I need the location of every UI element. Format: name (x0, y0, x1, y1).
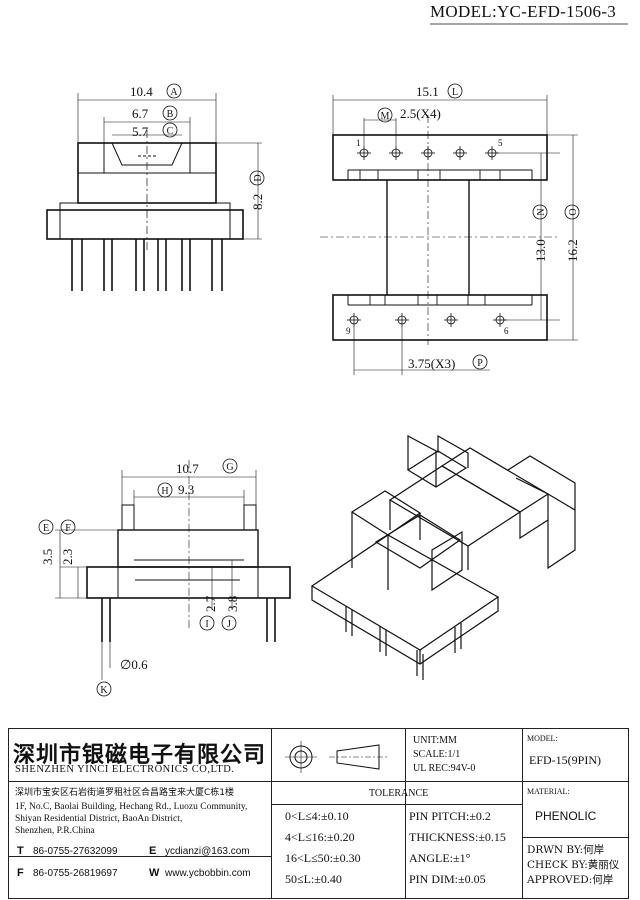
dim-m-value: 2.5(X4) (400, 106, 441, 121)
tel-number: 86-0755-27632099 (33, 846, 118, 857)
dim-l-value: 15.1 (416, 84, 439, 99)
fax-label: F (17, 867, 24, 879)
dim-a-letter: A (170, 87, 178, 98)
material-label: MATERIAL: (527, 787, 570, 796)
web-label: W (149, 867, 160, 879)
pin-5-label: 5 (498, 138, 503, 148)
dim-l-letter: L (452, 87, 458, 98)
dim-e-letter: E (43, 523, 49, 534)
tolerance-row-4: 50≤L:±0.40 (285, 872, 342, 886)
dim-i-letter: I (205, 619, 208, 630)
tolerance-thickness: THICKNESS:±0.15 (409, 830, 506, 844)
drawn-by: DRWN BY:何岸 (527, 844, 605, 856)
dim-b-letter: B (167, 109, 174, 120)
address-en-2: Shiyan Residential District, BaoAn Distr… (15, 814, 183, 824)
tolerance-row-2: 4<L≤16:±0.20 (285, 830, 355, 844)
dim-n-value: 13.0 (533, 239, 548, 262)
dim-g-value: 10.7 (176, 461, 199, 476)
tolerance-pin-dim: PIN DIM:±0.05 (409, 872, 486, 886)
dim-a-value: 10.4 (130, 84, 153, 99)
divider (405, 804, 406, 898)
divider (522, 729, 523, 898)
email-label: E (149, 845, 157, 857)
dim-n-letter: N (536, 208, 547, 215)
divider (271, 729, 272, 898)
address-en-3: Shenzhen, P.R.China (15, 826, 95, 836)
dim-d-value: 8.2 (250, 194, 265, 210)
dim-o-letter: O (568, 208, 579, 215)
divider (9, 781, 271, 782)
model-label: MODEL: (527, 734, 558, 743)
dim-f-value: 2.3 (60, 549, 75, 565)
tolerance-angle: ANGLE:±1° (409, 851, 471, 865)
tolerance-title: TOLERANCE (369, 788, 429, 799)
dim-g-letter: G (226, 462, 233, 473)
dim-d-letter: D (253, 174, 264, 181)
model-value: EFD-15(9PIN) (529, 753, 601, 767)
tolerance-row-1: 0<L≤4:±0.10 (285, 809, 349, 823)
dim-j-value: 3.8 (225, 596, 240, 612)
dim-f-letter: F (65, 523, 71, 534)
divider (271, 804, 522, 805)
dim-j-letter: J (227, 619, 231, 630)
dim-e-value: 3.5 (40, 549, 55, 565)
check-by: CHECK BY:黄丽仪 (527, 859, 620, 871)
divider (9, 856, 271, 857)
dim-k-value: ∅0.6 (120, 657, 148, 672)
dim-m-letter: M (381, 111, 390, 122)
front-view (46, 93, 262, 291)
tolerance-row-3: 16<L≤50:±0.30 (285, 851, 361, 865)
dim-h-letter: H (161, 486, 168, 497)
approved-by: APPROVED:何岸 (527, 874, 614, 886)
tel-label: T (17, 845, 24, 857)
pin-9-label: 9 (346, 326, 351, 336)
isometric-view (310, 434, 576, 680)
fax-number: 86-0755-26819697 (33, 868, 118, 879)
dim-b-value: 6.7 (132, 106, 149, 121)
dim-k-letter: K (100, 685, 108, 696)
dim-p-value: 3.75(X3) (408, 356, 455, 371)
tolerance-pin-pitch: PIN PITCH:±0.2 (409, 809, 491, 823)
dim-o-value: 16.2 (565, 239, 580, 262)
company-name-cn: 深圳市银磁电子有限公司 (13, 743, 267, 768)
material-value: PHENOLIC (535, 809, 597, 823)
dim-i-value: 2.7 (203, 595, 218, 612)
side-view (55, 460, 291, 680)
pin-6-label: 6 (504, 326, 509, 336)
dim-h-value: 9.3 (178, 482, 194, 497)
dim-c-letter: C (167, 126, 174, 137)
technical-drawing: 10.4 A 6.7 B 5.7 C D 8.2 (38, 23, 628, 697)
address-cn: 深圳市宝安区石岩街道罗租社区合昌路宝来大厦C栋1楼 (15, 788, 235, 798)
model-header: MODEL:YC-EFD-1506-3 (430, 2, 617, 21)
divider (271, 781, 628, 782)
dim-p-letter: P (477, 358, 483, 369)
unit: UNIT:MM (413, 735, 457, 746)
web-address: www.ycbobbin.com (165, 868, 251, 879)
projection-symbol-icon (285, 741, 389, 773)
scale: SCALE:1/1 (413, 749, 461, 760)
email-address: ycdianzi@163.com (165, 846, 250, 857)
address-en-1: 1F, No.C, Baolai Building, Hechang Rd., … (15, 802, 248, 812)
title-block: 深圳市银磁电子有限公司 SHENZHEN YINCI ELECTRONICS C… (8, 728, 629, 899)
pin-1-label: 1 (356, 138, 361, 148)
ul-rec: UL REC:94V-0 (413, 763, 476, 774)
company-name-en: SHENZHEN YINCI ELECTRONICS CO,LTD. (15, 764, 235, 775)
divider (522, 837, 628, 838)
dim-c-value: 5.7 (132, 124, 149, 139)
top-view (320, 95, 578, 375)
